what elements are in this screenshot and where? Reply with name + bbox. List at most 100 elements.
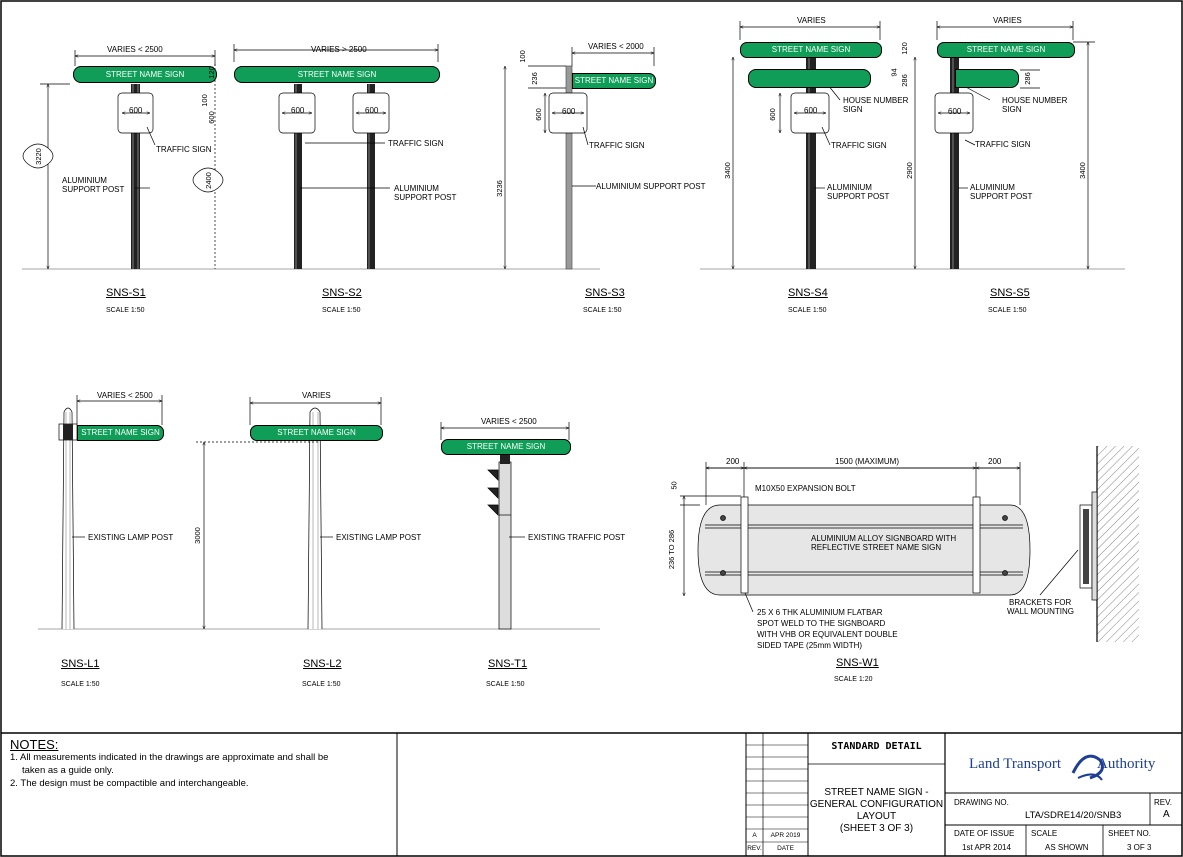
view-t1-linework <box>440 422 570 630</box>
s4-scale: SCALE 1:50 <box>788 307 827 314</box>
s5-house-label-1: HOUSE NUMBER <box>1002 96 1068 105</box>
s5-dim-94: 94 <box>889 68 899 77</box>
w1-flatbar-label-3: WITH VHB OR EQUIVALENT DOUBLE <box>757 630 898 639</box>
s5-traffic-label: TRAFFIC SIGN <box>975 140 1031 149</box>
s1-traffic-label: TRAFFIC SIGN <box>156 145 212 154</box>
s1-dim-600v: 600 <box>206 111 216 124</box>
w1-dim-range: 236 TO 286 <box>667 529 677 570</box>
l1-caption: SNS-L1 <box>61 658 100 670</box>
s1-dim-total: 3220 <box>33 148 43 165</box>
s4-dim-600: 600 <box>804 106 818 115</box>
drawing-title-3: LAYOUT <box>856 811 897 822</box>
w1-flatbar-label-2: SPOT WELD TO THE SIGNBOARD <box>757 619 886 628</box>
s2-traffic-label: TRAFFIC SIGN <box>388 139 444 148</box>
drawing-no-label: DRAWING NO. <box>954 798 1009 807</box>
s5-house-label-2: SIGN <box>1002 105 1022 114</box>
l2-dim-3000: 3000 <box>192 527 202 544</box>
w1-flatbar-label-4: SIDED TAPE (25mm WIDTH) <box>757 641 863 650</box>
s1-dim-600: 600 <box>129 106 143 115</box>
view-s1-linework <box>22 50 224 269</box>
s4-dim-600v: 600 <box>767 108 777 121</box>
t1-street-name-sign: STREET NAME SIGN <box>441 439 571 455</box>
s2-scale: SCALE 1:50 <box>322 307 361 314</box>
sheet-no-label: SHEET NO. <box>1108 829 1151 838</box>
w1-dim-1500: 1500 (MAXIMUM) <box>835 457 900 466</box>
s1-support-label-2: SUPPORT POST <box>62 185 125 194</box>
l2-scale: SCALE 1:50 <box>302 681 341 688</box>
w1-board-label-1: ALUMINIUM ALLOY SIGNBOARD WITH <box>811 534 957 543</box>
s4-support-label-1: ALUMINIUM <box>827 183 872 192</box>
s5-dim-2900: 2900 <box>904 162 914 179</box>
l2-lamp-label: EXISTING LAMP POST <box>336 533 422 542</box>
w1-scale: SCALE 1:20 <box>834 676 873 683</box>
drawing-title-2: GENERAL CONFIGURATION <box>809 799 944 810</box>
s3-dim-top: VARIES < 2000 <box>588 42 644 51</box>
view-s3-linework <box>505 47 655 270</box>
view-s5-linework <box>915 21 1095 269</box>
s5-street-name-sign: STREET NAME SIGN <box>937 42 1075 58</box>
s5-dim-286: 286 <box>899 74 909 87</box>
s1-dim-100: 100 <box>199 94 209 107</box>
revision-value: A <box>752 832 757 839</box>
scale-value: AS SHOWN <box>1045 843 1089 852</box>
w1-dim-50: 50 <box>669 481 679 490</box>
w1-board-label-2: REFLECTIVE STREET NAME SIGN <box>811 543 942 552</box>
l1-lamp-label: EXISTING LAMP POST <box>88 533 174 542</box>
s5-dim-286b: 286 <box>1022 72 1032 85</box>
drawing-no-value: LTA/SDRE14/20/SNB3 <box>1025 810 1122 821</box>
s2-dim-top: VARIES > 2500 <box>311 45 367 54</box>
date-of-issue-label: DATE OF ISSUE <box>954 829 1015 838</box>
sheet-no-value: 3 OF 3 <box>1127 843 1152 852</box>
l1-scale: SCALE 1:50 <box>61 681 100 688</box>
s2-caption: SNS-S2 <box>322 287 362 299</box>
w1-bracket-label-2: WALL MOUNTING <box>1007 607 1074 616</box>
s4-support-label-2: SUPPORT POST <box>827 192 890 201</box>
drawing-title-4: (SHEET 3 OF 3) <box>839 823 914 834</box>
rev-label: REV. <box>1154 798 1172 807</box>
s3-dim-236: 236 <box>529 72 539 85</box>
w1-caption: SNS-W1 <box>836 657 879 669</box>
s5-caption: SNS-S5 <box>990 287 1030 299</box>
s3-dim-100: 100 <box>517 50 527 63</box>
notes-item-1a: 1. All measurements indicated in the dra… <box>10 752 329 763</box>
notes-item-2: 2. The design must be compactible and in… <box>10 778 249 789</box>
s4-dim-top: VARIES <box>797 16 826 25</box>
s4-street-name-sign: STREET NAME SIGN <box>740 42 882 58</box>
s5-dim-top: VARIES <box>993 16 1022 25</box>
lta-logo-mark <box>1071 754 1104 781</box>
s1-dim-2400: 2400 <box>203 172 213 189</box>
l2-street-name-sign: STREET NAME SIGN <box>250 425 383 441</box>
lta-logo-text-left: Land Transport <box>969 756 1062 772</box>
date-of-issue-value: 1st APR 2014 <box>962 843 1011 852</box>
rev-value: A <box>1163 809 1170 820</box>
s5-dim-120: 120 <box>899 42 909 55</box>
view-s2-linework <box>233 44 439 269</box>
w1-bolt-label: M10X50 EXPANSION BOLT <box>755 484 856 493</box>
s4-house-label-1: HOUSE NUMBER <box>843 96 909 105</box>
s3-caption: SNS-S3 <box>585 287 625 299</box>
s2-street-name-sign: STREET NAME SIGN <box>234 66 440 83</box>
l1-street-name-sign: STREET NAME SIGN <box>77 425 164 441</box>
l2-dim-top: VARIES <box>302 391 331 400</box>
s1-support-label-1: ALUMINIUM <box>62 176 107 185</box>
t1-caption: SNS-T1 <box>488 658 528 670</box>
date-header: DATE <box>777 845 794 852</box>
lta-logo-text-right: Authority <box>1097 756 1156 772</box>
s5-dim-3400: 3400 <box>1077 162 1087 179</box>
w1-flatbar-label-1: 25 X 6 THK ALUMINIUM FLATBAR <box>757 608 883 617</box>
view-s4-linework <box>733 21 881 269</box>
s3-dim-600v: 600 <box>533 108 543 121</box>
s3-support-label: ALUMINIUM SUPPORT POST <box>596 182 706 191</box>
s1-dim-120: 120 <box>206 66 216 79</box>
s5-scale: SCALE 1:50 <box>988 307 1027 314</box>
s5-support-label-2: SUPPORT POST <box>970 192 1033 201</box>
view-l2-linework <box>196 397 382 629</box>
revision-header: REV. <box>747 845 762 852</box>
t1-traffic-post-label: EXISTING TRAFFIC POST <box>528 533 626 542</box>
w1-dim-200b: 200 <box>988 457 1002 466</box>
s5-house-number-sign <box>955 69 1019 88</box>
l2-caption: SNS-L2 <box>303 658 342 670</box>
s4-traffic-label: TRAFFIC SIGN <box>831 141 887 150</box>
